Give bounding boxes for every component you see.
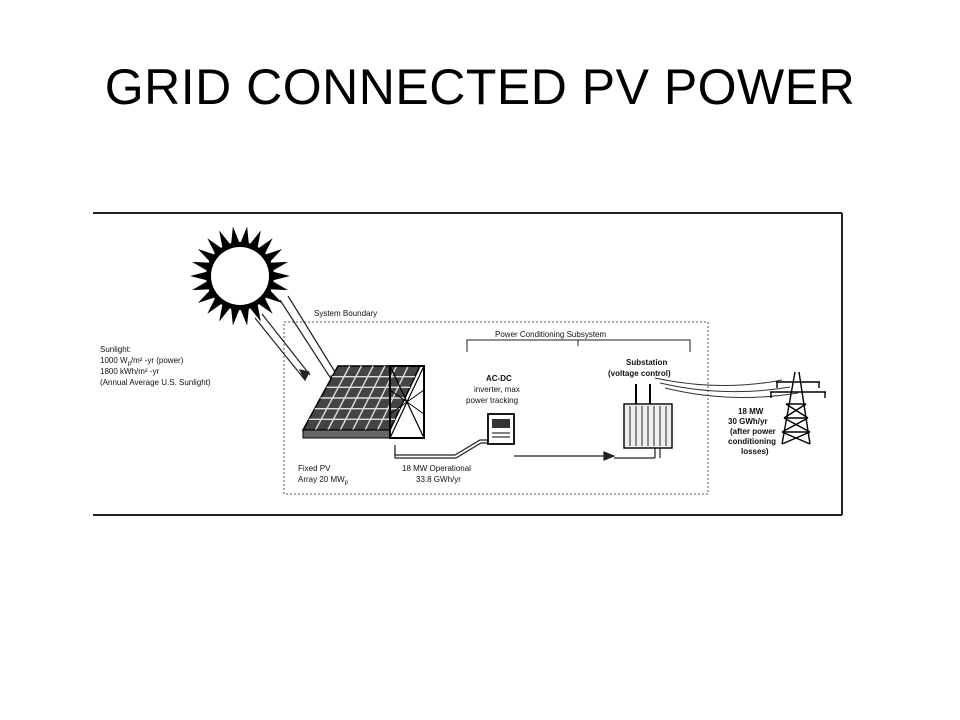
power-conditioning-bracket (466, 339, 691, 352)
svg-text:18 MW Operational: 18 MW Operational (402, 464, 471, 473)
substation-label: Substation (voltage control) (608, 358, 671, 378)
sun-icon (190, 226, 290, 326)
output-label: 18 MW 30 GWh/yr (after power conditionin… (728, 407, 776, 456)
svg-text:Sunlight:: Sunlight: (100, 345, 131, 354)
transmission-tower-icon (770, 371, 826, 445)
sunlight-label: Sunlight: 1000 Wp/m² -yr (power) 1800 kW… (100, 345, 211, 387)
pv-array-label: Fixed PV Array 20 MWp (298, 464, 349, 486)
svg-text:(after power: (after power (730, 427, 776, 436)
svg-text:18 MW: 18 MW (738, 407, 764, 416)
substation-icon (623, 384, 673, 449)
svg-text:(voltage control): (voltage control) (608, 369, 671, 378)
svg-text:AC-DC: AC-DC (486, 374, 512, 383)
svg-text:losses): losses) (741, 447, 769, 456)
svg-text:(Annual Average U.S. Sunlight): (Annual Average U.S. Sunlight) (100, 378, 211, 387)
pv-array-icon (301, 365, 425, 439)
operational-label: 18 MW Operational 33.8 GWh/yr (402, 464, 471, 484)
svg-text:Substation: Substation (626, 358, 667, 367)
slide-title: GRID CONNECTED PV POWER (104, 59, 856, 115)
inverter-label: AC-DC inverter, max power tracking (466, 374, 520, 405)
transmission-lines (654, 377, 799, 398)
svg-text:33.8 GWh/yr: 33.8 GWh/yr (416, 475, 461, 484)
diagram-frame (93, 212, 843, 516)
svg-text:conditioning: conditioning (728, 437, 776, 446)
dc-line (394, 439, 497, 459)
system-boundary-label: System Boundary (314, 309, 377, 318)
svg-text:inverter, max: inverter, max (474, 385, 520, 394)
system-boundary-box (283, 321, 709, 495)
svg-text:Array 20 MWp: Array 20 MWp (298, 475, 349, 486)
svg-text:power tracking: power tracking (466, 396, 518, 405)
svg-text:1000 Wp/m² -yr (power): 1000 Wp/m² -yr (power) (100, 356, 184, 367)
svg-text:30 GWh/yr: 30 GWh/yr (728, 417, 768, 426)
svg-text:1800 kWh/m² -yr: 1800 kWh/m² -yr (100, 367, 159, 376)
power-conditioning-label: Power Conditioning Subsystem (495, 330, 607, 339)
inverter-icon (487, 413, 515, 445)
svg-text:Fixed PV: Fixed PV (298, 464, 331, 473)
